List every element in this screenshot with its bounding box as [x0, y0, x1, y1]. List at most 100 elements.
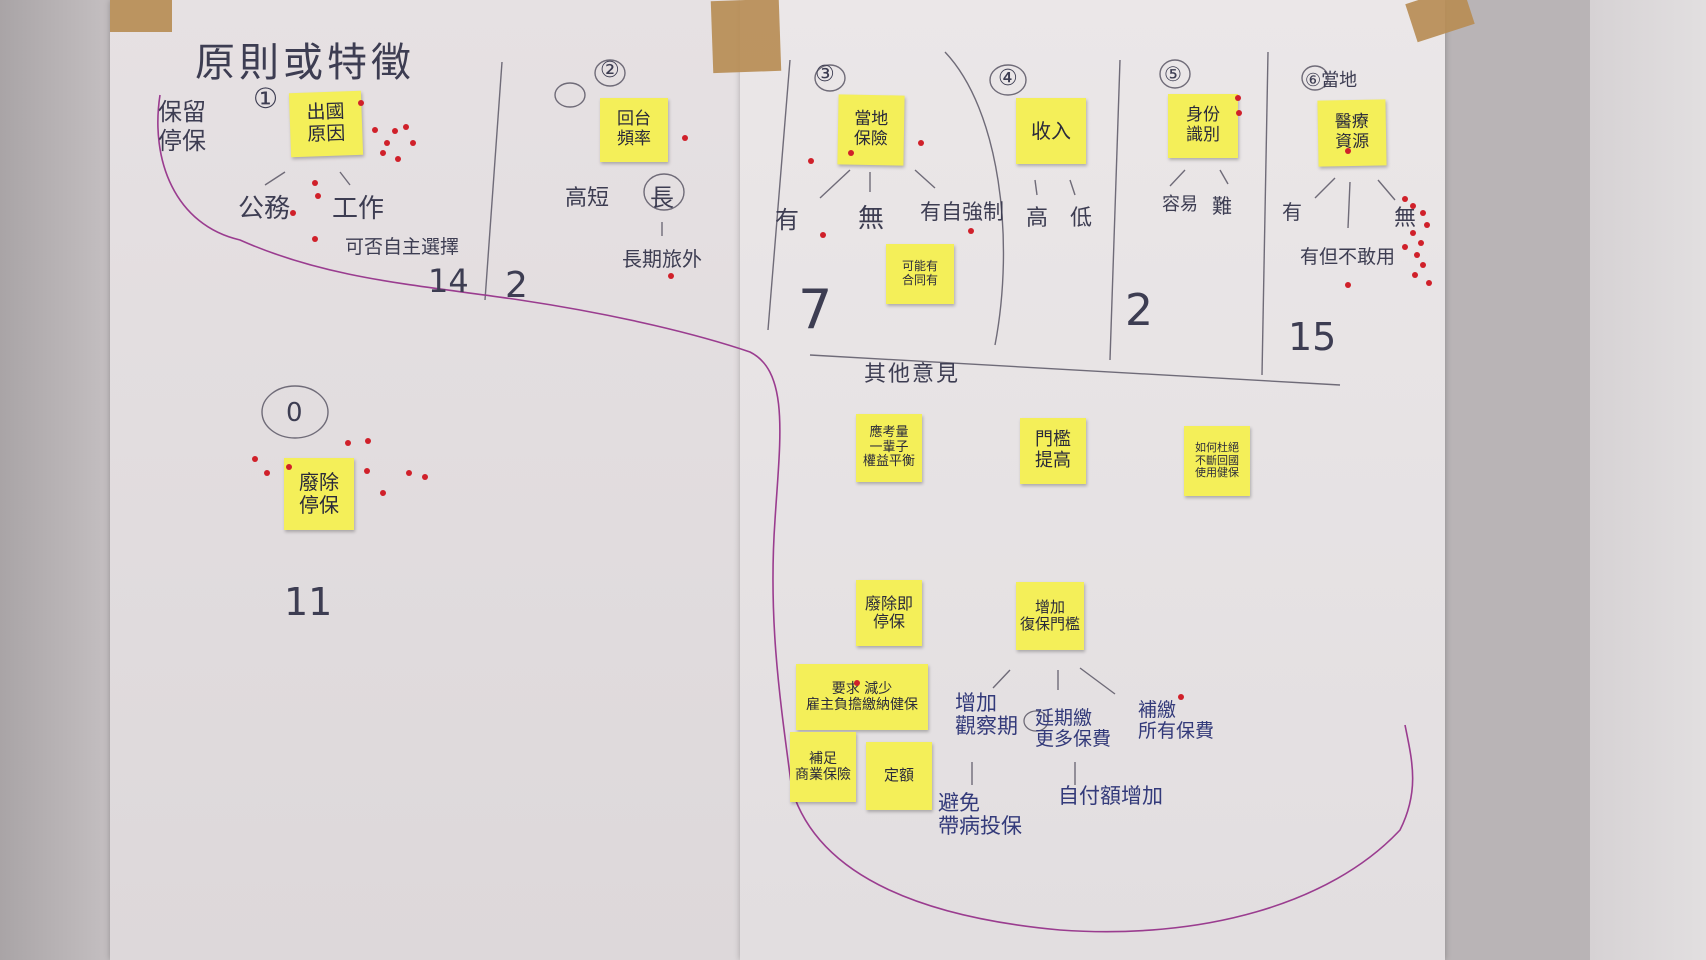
red-dot-sticker — [252, 456, 258, 462]
red-dot-sticker — [1178, 694, 1184, 700]
red-dot-sticker — [395, 156, 401, 162]
sticky-note: 醫療 資源 — [1317, 99, 1387, 167]
branch-label: 低 — [1070, 206, 1093, 231]
branch-label: 有 — [1282, 200, 1302, 224]
sticky-note: 補足 商業保險 — [790, 732, 856, 802]
section-number: ⑤ — [1164, 62, 1182, 86]
section-number: ① — [253, 82, 279, 115]
sub-label: 長期旅外 — [622, 247, 702, 271]
red-dot-sticker — [422, 474, 428, 480]
sticky-note: 回台 頻率 — [600, 98, 668, 162]
vote-count: 11 — [284, 580, 333, 624]
red-dot-sticker — [854, 680, 860, 686]
red-dot-sticker — [312, 180, 318, 186]
red-dot-sticker — [848, 150, 854, 156]
branch-label: 高短 — [565, 186, 610, 211]
branch-label: 增加 觀察期 — [955, 691, 1018, 739]
red-dot-sticker — [380, 490, 386, 496]
red-dot-sticker — [1418, 240, 1424, 246]
section-number: ② — [600, 58, 620, 83]
red-dot-sticker — [315, 193, 321, 199]
branch-label: 無 — [1394, 206, 1417, 231]
branch-label: 公務 — [238, 194, 291, 224]
red-dot-sticker — [286, 464, 292, 470]
section-number: 0 — [286, 398, 303, 428]
wall-right — [1590, 0, 1706, 960]
red-dot-sticker — [1402, 244, 1408, 250]
red-dot-sticker — [1426, 280, 1432, 286]
branch-label: 無 — [858, 204, 885, 234]
vote-count: 7 — [798, 278, 833, 341]
red-dot-sticker — [384, 140, 390, 146]
red-dot-sticker — [358, 100, 364, 106]
branch-label: 補繳 所有保費 — [1138, 699, 1215, 742]
red-dot-sticker — [1412, 272, 1418, 278]
red-dot-sticker — [918, 140, 924, 146]
sub-label: 有但不敢用 — [1300, 246, 1396, 268]
red-dot-sticker — [345, 440, 351, 446]
wall-left — [0, 0, 118, 960]
red-dot-sticker — [410, 140, 416, 146]
red-dot-sticker — [1236, 110, 1242, 116]
red-dot-sticker — [1414, 252, 1420, 258]
red-dot-sticker — [820, 232, 826, 238]
branch-label: 有自強制 — [920, 200, 1004, 224]
red-dot-sticker — [1235, 95, 1241, 101]
sub-label: 避免 帶病投保 — [938, 791, 1022, 839]
red-dot-sticker — [1345, 282, 1351, 288]
branch-label: 有 — [775, 206, 799, 234]
sticky-note: 增加 復保門檻 — [1016, 582, 1084, 650]
red-dot-sticker — [380, 150, 386, 156]
red-dot-sticker — [365, 438, 371, 444]
red-dot-sticker — [1420, 262, 1426, 268]
sticky-note: 門檻 提高 — [1020, 418, 1086, 484]
vote-count: 2 — [1125, 285, 1153, 336]
section-number: ④ — [998, 66, 1018, 91]
red-dot-sticker — [290, 210, 296, 216]
branch-label: 容易 — [1162, 194, 1198, 215]
red-dot-sticker — [1424, 222, 1430, 228]
red-dot-sticker — [364, 468, 370, 474]
sticky-note: 廢除 停保 — [284, 458, 354, 530]
red-dot-sticker — [808, 158, 814, 164]
section-number: ⑥當地 — [1305, 70, 1358, 91]
branch-label: 高 — [1026, 206, 1049, 231]
sticky-note: 要求 減少 雇主負擔繳納健保 — [796, 664, 928, 730]
red-dot-sticker — [1420, 210, 1426, 216]
sticky-note: 收入 — [1016, 98, 1086, 164]
sub-label: 可否自主選擇 — [345, 236, 460, 258]
sticky-note: 應考量 一輩子 權益平衡 — [856, 414, 922, 482]
tape-strip — [110, 0, 172, 32]
sticky-note: 出國 原因 — [288, 90, 364, 158]
branch-label: 工作 — [332, 194, 385, 224]
sticky-note: 廢除即 停保 — [856, 580, 922, 646]
red-dot-sticker — [968, 228, 974, 234]
vote-count: 14 — [428, 262, 469, 300]
red-dot-sticker — [264, 470, 270, 476]
section-number: ③ — [815, 62, 835, 87]
branch-label: 長 — [650, 184, 674, 212]
red-dot-sticker — [312, 236, 318, 242]
red-dot-sticker — [372, 127, 378, 133]
red-dot-sticker — [682, 135, 688, 141]
red-dot-sticker — [392, 128, 398, 134]
red-dot-sticker — [1402, 196, 1408, 202]
side-label: 保留 停保 — [158, 98, 206, 155]
sticky-note: 可能有 合同有 — [886, 244, 954, 304]
red-dot-sticker — [406, 470, 412, 476]
vote-count: 2 — [505, 265, 528, 306]
red-dot-sticker — [403, 124, 409, 130]
sub-label: 自付額增加 — [1058, 784, 1163, 808]
sticky-note: 當地 保險 — [837, 94, 905, 166]
red-dot-sticker — [1410, 203, 1416, 209]
vote-count: 15 — [1288, 315, 1337, 359]
sticky-note: 定額 — [866, 742, 932, 810]
sticky-note: 身份 識別 — [1168, 94, 1238, 158]
branch-label: 難 — [1212, 194, 1232, 218]
red-dot-sticker — [1345, 148, 1351, 154]
red-dot-sticker — [1410, 230, 1416, 236]
other-heading: 其他意見 — [864, 362, 961, 387]
red-dot-sticker — [668, 273, 674, 279]
